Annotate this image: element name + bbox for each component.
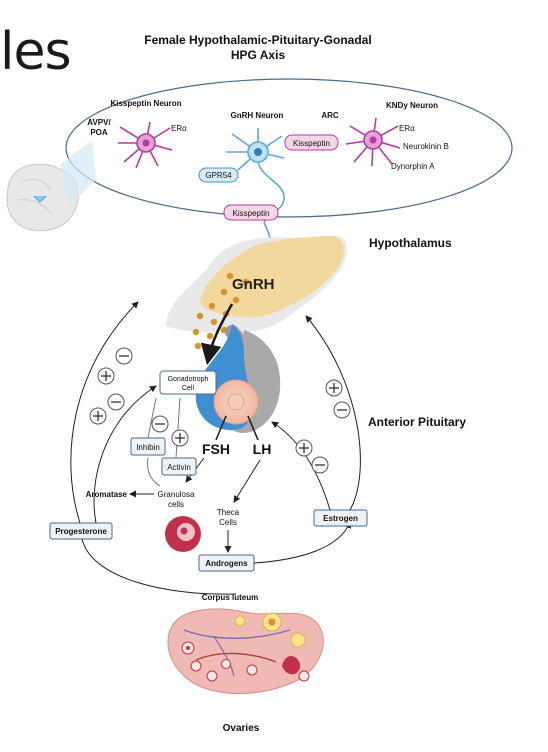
- activin-feedback-line: [175, 397, 181, 459]
- avpv-poa-label-line1: AVPV/: [87, 118, 111, 127]
- gonadotroph-label-line2: Cell: [182, 385, 195, 392]
- hypothalamus-neuron-oval: [65, 78, 513, 218]
- kisspeptin-axon-label: Kisspeptin: [233, 209, 270, 218]
- diagram-title-line2: HPG Axis: [231, 48, 286, 62]
- kisspeptin-neuron-icon: [118, 121, 173, 169]
- gonadotroph-label-line1: Gonadotroph: [168, 376, 209, 383]
- follicle-icon: [165, 516, 201, 552]
- arc-label: ARC: [321, 111, 339, 120]
- avpv-poa-label-line2: POA: [90, 128, 108, 137]
- gnrh-neuron-label: GnRH Neuron: [231, 111, 284, 120]
- kndy-neuron-label: KNDy Neuron: [386, 101, 438, 110]
- theca-label-line1: Theca: [217, 508, 240, 517]
- progesterone-box: [49, 522, 113, 540]
- kisspeptin-neuron-label: Kisspeptin Neuron: [110, 99, 181, 108]
- activin-box: [161, 457, 197, 476]
- fsh-label: FSH: [202, 441, 230, 457]
- activin-label: Activin: [167, 463, 191, 472]
- gonadotroph-nucleus: [227, 393, 245, 411]
- ovaries-label: Ovaries: [223, 723, 260, 734]
- inhibin-feedback-line: [147, 397, 157, 439]
- androgens-to-estrogen-arrow: [253, 521, 352, 564]
- progesterone-to-hypothalamus-arrow: [70, 301, 139, 524]
- diagram-title-line1: Female Hypothalamic-Pituitary-Gonadal: [144, 33, 371, 47]
- kisspeptin-receptor-label: Kisspeptin: [293, 139, 330, 148]
- neurokinin-b-label: Neurokinin B: [403, 142, 449, 151]
- gpr54-label: GPR54: [205, 171, 232, 180]
- gonadotroph-cell-box: [159, 370, 217, 395]
- estrogen-label: Estrogen: [323, 514, 358, 523]
- estrogen-box: [313, 509, 368, 527]
- lh-connector: [247, 415, 259, 441]
- gnrh-label: GnRH: [232, 276, 275, 293]
- dynorphin-a-label: Dynorphin A: [391, 162, 435, 171]
- estrogen-to-hypothalamus-arrow: [305, 315, 361, 511]
- androgens-label: Androgens: [205, 559, 248, 568]
- lh-label: LH: [253, 441, 272, 457]
- progesterone-label: Progesterone: [55, 527, 107, 536]
- kisspeptin-receptor-pill: [284, 134, 339, 151]
- granulosa-to-inhibin-line: [147, 457, 161, 487]
- gnrh-release-arrow: [200, 303, 234, 366]
- er-alpha-right-label: ERα: [399, 124, 415, 133]
- er-alpha-left-label: ERα: [171, 124, 187, 133]
- feedback-signs: [93, 355, 347, 466]
- brain-icon: [6, 140, 96, 232]
- gpr54-pill: [198, 167, 239, 183]
- granulosa-label-line1: Granulosa: [158, 490, 195, 499]
- kisspeptin-axon-pill: [223, 204, 279, 221]
- aromatase-label: Aromatase: [86, 490, 128, 499]
- ovary-illustration: [167, 608, 324, 695]
- corpus-luteum-to-progesterone-line: [81, 538, 237, 595]
- fsh-connector: [215, 415, 227, 441]
- granulosa-label-line2: cells: [168, 500, 184, 509]
- lh-to-theca-arrow: [233, 459, 261, 503]
- theca-label-line2: Cells: [219, 518, 237, 527]
- corpus-luteum-label: Corpus luteum: [202, 593, 258, 602]
- slide-title-fragment: les: [0, 22, 72, 82]
- anterior-pituitary-label: Anterior Pituitary: [368, 415, 466, 429]
- progesterone-to-pituitary-arrow: [93, 385, 157, 524]
- estrogen-to-pituitary-arrow: [271, 421, 331, 511]
- inhibin-label: Inhibin: [136, 443, 160, 452]
- hypothalamus-label: Hypothalamus: [369, 236, 452, 250]
- kndy-neuron-icon: [345, 117, 401, 167]
